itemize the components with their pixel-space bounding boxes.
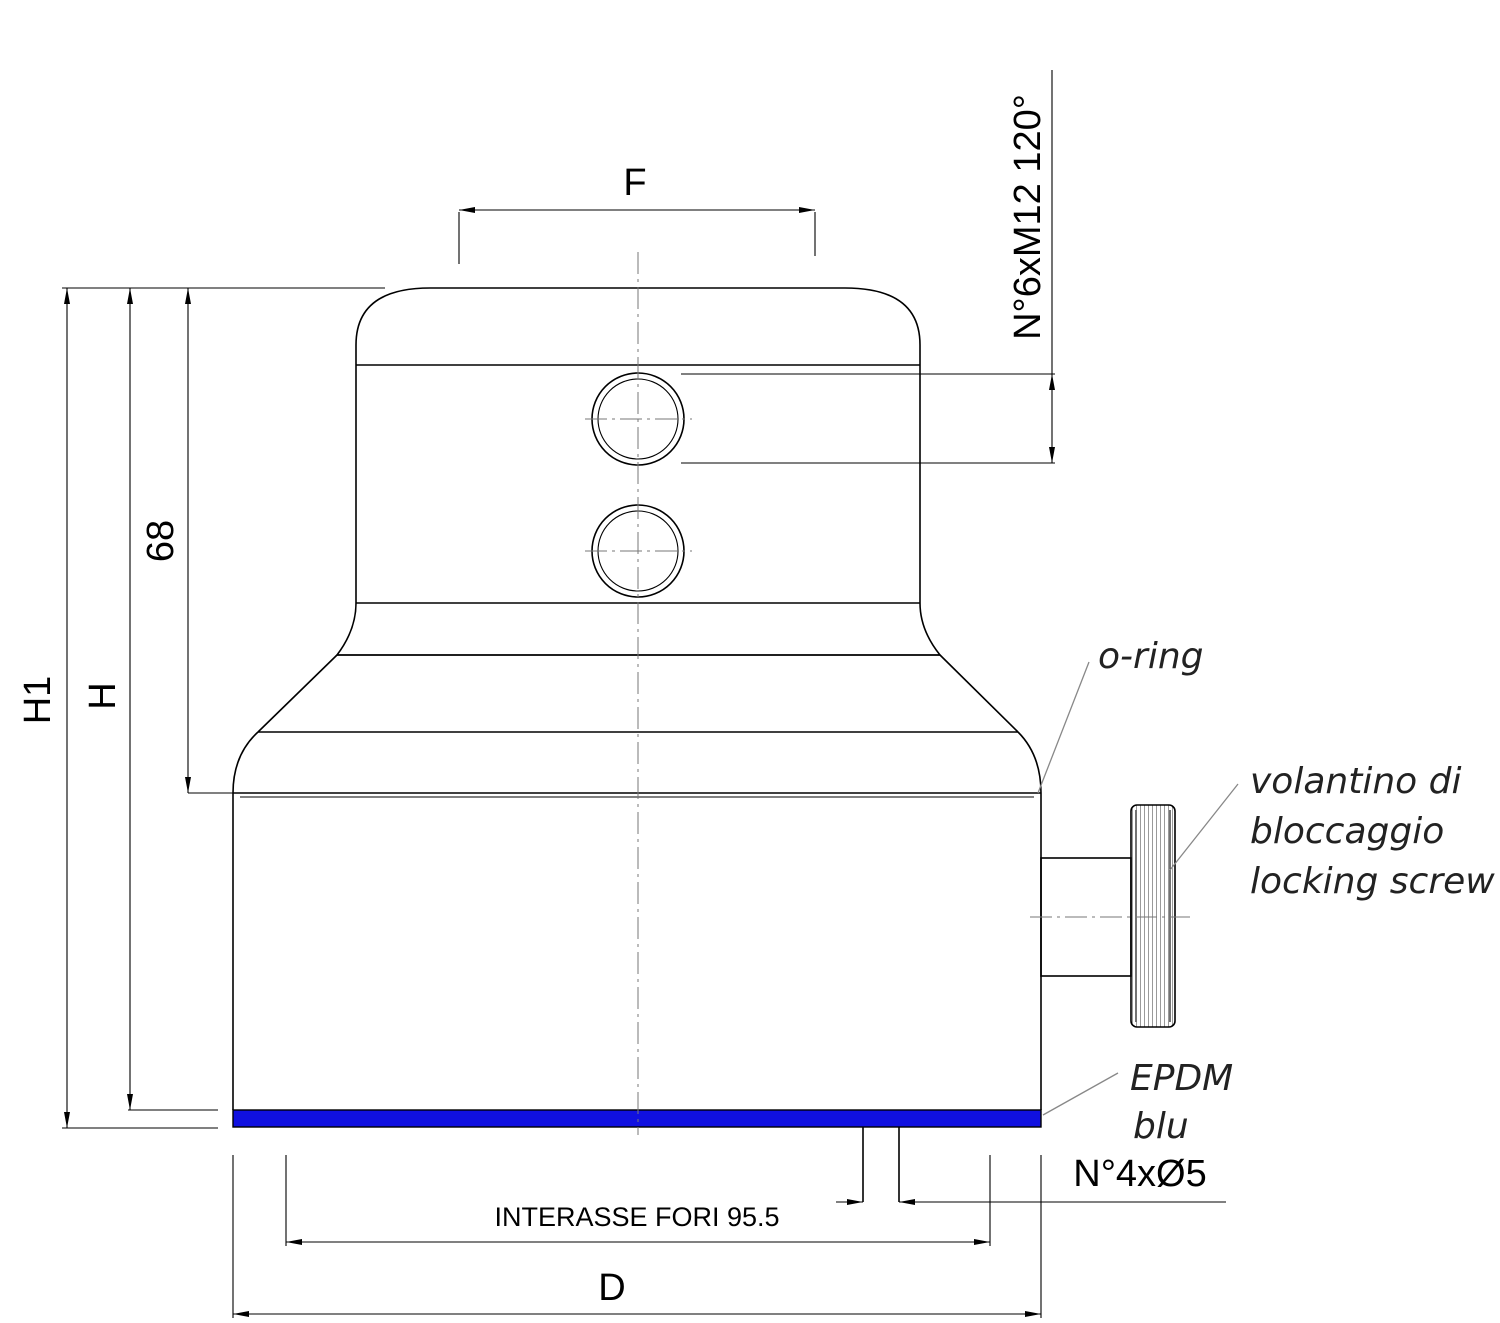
dimension-h: H — [82, 288, 218, 1111]
label-oring: o-ring — [1098, 636, 1204, 677]
bottom-pin — [862, 1127, 900, 1202]
label-h: H — [82, 682, 124, 709]
note-oring: o-ring — [1037, 636, 1204, 794]
label-f: F — [623, 162, 646, 204]
dimension-f: F — [458, 162, 816, 264]
note-locking-screw: volantino di bloccaggio locking screw — [1169, 761, 1495, 902]
dimension-threaded-holes: N°6xM12 120° — [681, 70, 1055, 464]
note-epdm: EPDM blu — [1042, 1058, 1233, 1147]
dimension-interasse: INTERASSE FORI 95.5 — [285, 1155, 991, 1246]
label-threaded-holes: N°6xM12 120° — [1007, 94, 1049, 340]
dimension-h1: H1 — [17, 287, 385, 1129]
label-epdm-1: EPDM — [1130, 1058, 1233, 1099]
locking-screw-knob — [1030, 804, 1190, 1028]
label-epdm-2: blu — [1133, 1106, 1189, 1147]
label-d: D — [598, 1267, 625, 1309]
dimension-bottom-holes: N°4xØ5 — [836, 1153, 1226, 1205]
epdm-gasket — [232, 1109, 1042, 1128]
label-volantino-2: bloccaggio — [1250, 811, 1444, 852]
dimension-d: D — [232, 1155, 1042, 1318]
label-h1: H1 — [17, 676, 59, 725]
label-volantino-3: locking screw — [1250, 861, 1495, 902]
label-68: 68 — [140, 520, 182, 562]
part-body — [232, 287, 1042, 1110]
label-bottom-holes: N°4xØ5 — [1073, 1153, 1206, 1195]
label-interasse: INTERASSE FORI 95.5 — [494, 1202, 779, 1232]
label-volantino-1: volantino di — [1250, 761, 1461, 802]
dimension-68: 68 — [140, 288, 233, 794]
